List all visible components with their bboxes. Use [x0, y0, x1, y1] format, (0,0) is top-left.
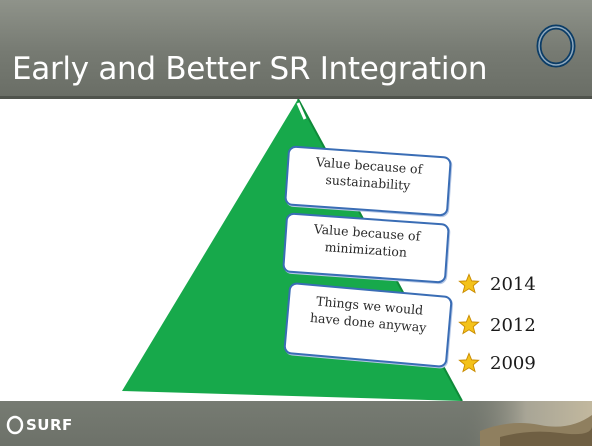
- slide-title: Early and Better SR Integration: [12, 51, 488, 87]
- footer-bar: SURF: [0, 401, 592, 446]
- year-label: 2014: [490, 273, 536, 295]
- star-icon: [458, 314, 480, 335]
- surf-logo: SURF: [6, 414, 73, 436]
- header-bar: Early and Better SR Integration: [0, 0, 592, 96]
- pyramid-box-done-anyway: Things we would have done anyway: [283, 281, 453, 369]
- surf-logo-circle-icon: [6, 415, 24, 435]
- content-area: Value because of sustainability Value be…: [0, 99, 592, 401]
- pyramid-box-minimization: Value because of minimization: [282, 212, 450, 284]
- year-row: 2012: [458, 312, 536, 338]
- year-label: 2009: [490, 352, 536, 374]
- year-label: 2012: [490, 314, 536, 336]
- landscape-image: [460, 401, 592, 446]
- pyramid-box-sustainability: Value because of sustainability: [284, 145, 452, 217]
- year-row: 2009: [458, 350, 536, 376]
- pyramid-highlight: [296, 102, 307, 120]
- circle-logo-icon: [536, 24, 576, 68]
- year-row: 2014: [458, 271, 536, 297]
- star-icon: [458, 352, 480, 373]
- header-divider: [0, 96, 592, 99]
- surf-logo-text: SURF: [26, 416, 73, 434]
- star-icon: [458, 273, 480, 294]
